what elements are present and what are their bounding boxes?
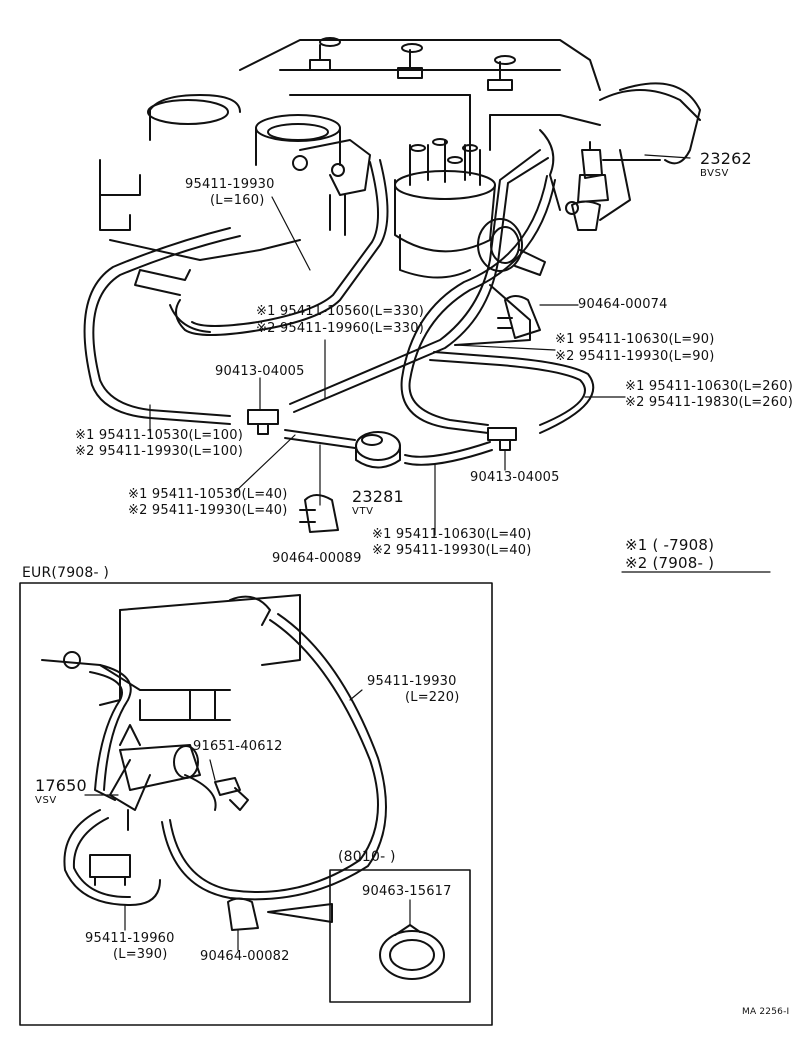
- eur-section-title: EUR(7908- ): [22, 565, 110, 581]
- part-number-90463-15617: 90463-15617: [362, 884, 452, 899]
- eur-clamp-small: [227, 897, 259, 931]
- hose-clamp-90463: [379, 924, 445, 980]
- hose-s2-19960-330: ※2 95411-19960(L=330): [256, 321, 424, 336]
- legend-item-2: ※2 (7908- ): [625, 554, 715, 572]
- bvsv-label: BVSV: [700, 168, 729, 179]
- length-390: (L=390): [113, 947, 168, 962]
- range-8010: (8010- ): [338, 849, 396, 865]
- vsv-label: VSV: [35, 795, 57, 806]
- length-160: (L=160): [210, 193, 265, 208]
- eur-vsv: [109, 724, 201, 831]
- box-8010: [329, 869, 471, 1003]
- hose-s1-10530-40: ※1 95411-10530(L=40): [128, 487, 288, 502]
- part-number-90464-00074: 90464-00074: [578, 297, 668, 312]
- part-number-17650: 17650: [35, 776, 87, 795]
- part-number-95411-19930-top: 95411-19930: [185, 177, 275, 192]
- eur-frame: [19, 582, 493, 1026]
- vtv-valve: [355, 431, 401, 469]
- eur-connector: [89, 854, 131, 886]
- bvsv-valve: [565, 141, 661, 231]
- hose-lines-upper: [83, 149, 595, 466]
- eur-arrow: [267, 903, 333, 923]
- part-number-23262: 23262: [700, 149, 752, 168]
- part-number-91651-40612: 91651-40612: [193, 739, 283, 754]
- hose-s2-19830-260: ※2 95411-19830(L=260): [625, 395, 793, 410]
- carburetor-linkage: [292, 139, 371, 236]
- hose-s1-10560: ※1 95411-10560(L=330): [256, 304, 424, 319]
- hose-s1-10630-260: ※1 95411-10630(L=260): [625, 379, 793, 394]
- legend-item-1: ※1 ( -7908): [625, 536, 715, 554]
- cam-cover-studs: [309, 37, 516, 91]
- part-number-95411-19960: 95411-19960: [85, 931, 175, 946]
- part-number-90464-00082: 90464-00082: [200, 949, 290, 964]
- hose-s2-19930-100: ※2 95411-19930(L=100): [75, 444, 243, 459]
- part-number-23281: 23281: [352, 487, 404, 506]
- hose-clamps: [299, 295, 541, 533]
- leader-lines-eur: [84, 689, 411, 951]
- hose-s1-10630-40: ※1 95411-10630(L=40): [372, 527, 532, 542]
- part-number-90413-04005-left: 90413-04005: [215, 364, 305, 379]
- hose-s1-10630-90: ※1 95411-10630(L=90): [555, 332, 715, 347]
- vtv-label: VTV: [352, 506, 374, 517]
- eur-engine-outline: [41, 594, 301, 721]
- eur-bolt: [214, 777, 249, 811]
- part-number-95411-19930-eur: 95411-19930: [367, 674, 457, 689]
- hose-s2-19930-40-right: ※2 95411-19930(L=40): [372, 543, 532, 558]
- engine-block-outline: [99, 39, 701, 261]
- hose-s2-19930-90: ※2 95411-19930(L=90): [555, 349, 715, 364]
- part-number-90464-00089: 90464-00089: [272, 551, 362, 566]
- eur-hoses: [63, 613, 387, 906]
- distributor: [394, 138, 496, 279]
- hose-s1-10530-100: ※1 95411-10530(L=100): [75, 428, 243, 443]
- length-220: (L=220): [405, 690, 460, 705]
- carburetor-tops: [147, 99, 341, 166]
- part-number-90413-04005-right: 90413-04005: [470, 470, 560, 485]
- hose-s2-19930-40-left: ※2 95411-19930(L=40): [128, 503, 288, 518]
- figure-id: MA 2256-I: [742, 1007, 790, 1017]
- leader-lines-upper: [149, 154, 691, 536]
